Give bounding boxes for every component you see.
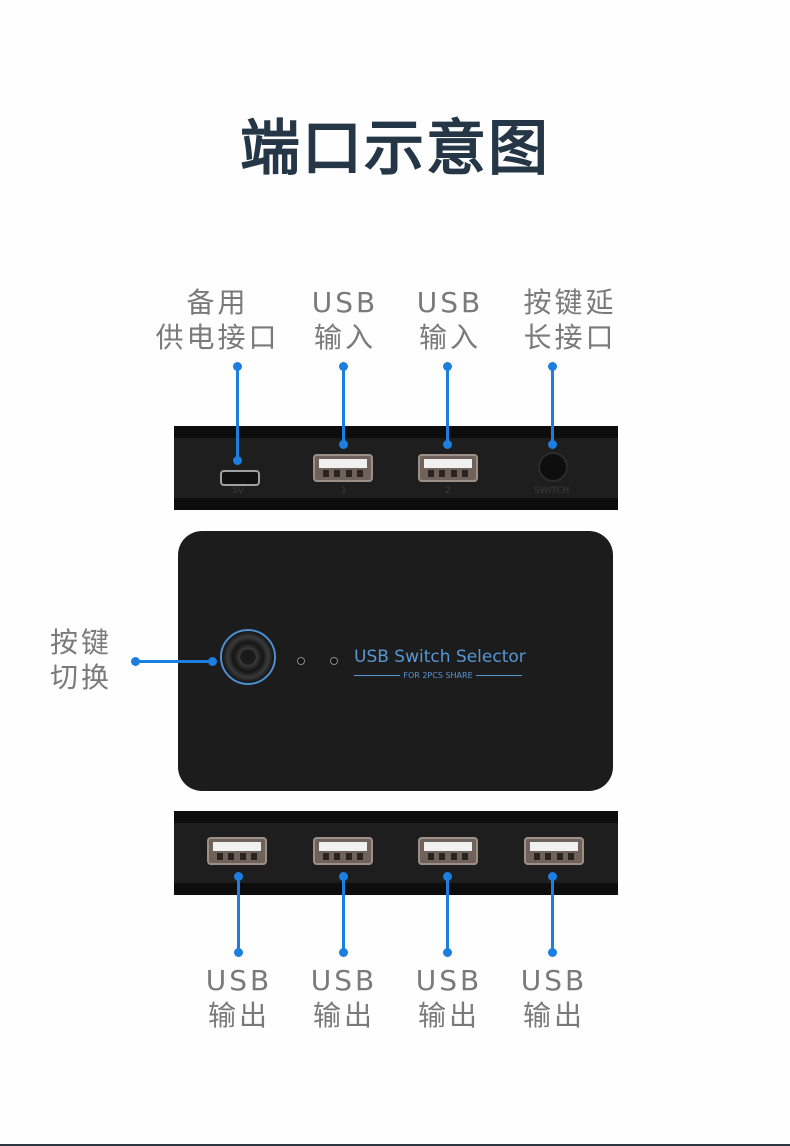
connector-line [551,876,554,953]
switch-jack-port [540,454,566,480]
label-line1: USB [520,964,588,997]
connector-dot [234,948,243,957]
connector-dot [233,456,242,465]
label-line2: 输出 [417,999,480,1032]
connector-line [446,366,449,442]
label-line1: USB [310,964,378,997]
page-title: 端口示意图 [240,114,550,184]
label-line1: USB [205,964,273,997]
connector-dot [339,948,348,957]
label-line2: 切换 [50,661,113,694]
connector-dot [443,948,452,957]
device-subtitle: FOR 2PCS SHARE [354,671,522,680]
front-panel [174,811,618,895]
switch-button [220,629,276,685]
label-line1: 按键 [50,626,113,659]
connector-dot [548,362,557,371]
label-line2: 输出 [312,999,375,1032]
port-mark: SWITCH [534,486,570,496]
label-line1: USB [416,286,484,319]
usb-output-port-1 [207,837,267,865]
connector-line [446,876,449,953]
port-mark: 2 [445,486,451,496]
connector-line [236,366,239,461]
label-usb-output-3: USB 输出 [404,963,494,1033]
label-usb-input-2: USB 输入 [405,285,495,355]
label-line2: 输入 [418,321,481,354]
connector-dot [443,440,452,449]
connector-line [342,876,345,953]
label-line2: 输出 [522,999,585,1032]
label-usb-output-1: USB 输出 [194,963,284,1033]
usb-output-port-4 [524,837,584,865]
micro-usb-port [220,470,260,486]
usb-output-port-3 [418,837,478,865]
connector-dot [548,948,557,957]
led-indicator-1 [297,657,305,665]
label-line2: 输入 [313,321,376,354]
connector-line [551,366,554,442]
label-line2: 长接口 [523,321,617,354]
label-line2: 供电接口 [155,321,280,354]
label-line1: USB [415,964,483,997]
label-line1: USB [311,286,379,319]
connector-dot [443,362,452,371]
port-mark: 5V [232,486,244,496]
label-usb-output-4: USB 输出 [509,963,599,1033]
label-button-switch: 按键 切换 [50,625,125,695]
device-brand: USB Switch Selector [354,647,526,667]
label-line1: 按键延 [523,286,617,319]
connector-dot [548,872,557,881]
panel-rim [174,811,618,823]
connector-dot [339,362,348,371]
device-subtitle-text: FOR 2PCS SHARE [403,671,473,680]
usb-input-port-2 [418,454,478,482]
port-mark: 1 [341,486,347,496]
connector-line [136,660,214,663]
label-power-port: 备用 供电接口 [150,285,285,355]
connector-line [342,366,345,442]
panel-rim [174,883,618,895]
footer-divider [0,1144,790,1146]
label-switch-extension: 按键延 长接口 [515,285,625,355]
label-usb-input-1: USB 输入 [300,285,390,355]
connector-dot [233,362,242,371]
connector-dot [339,872,348,881]
panel-rim [174,426,618,438]
usb-output-port-2 [313,837,373,865]
connector-dot [208,657,217,666]
connector-dot [131,657,140,666]
label-line1: 备用 [186,286,249,319]
label-line2: 输出 [207,999,270,1032]
rear-panel: 5V 1 2 SWITCH [174,426,618,510]
usb-input-port-1 [313,454,373,482]
label-usb-output-2: USB 输出 [299,963,389,1033]
panel-rim [174,498,618,510]
connector-dot [339,440,348,449]
connector-dot [548,440,557,449]
led-indicator-2 [330,657,338,665]
connector-line [237,876,240,953]
connector-dot [443,872,452,881]
connector-dot [234,872,243,881]
